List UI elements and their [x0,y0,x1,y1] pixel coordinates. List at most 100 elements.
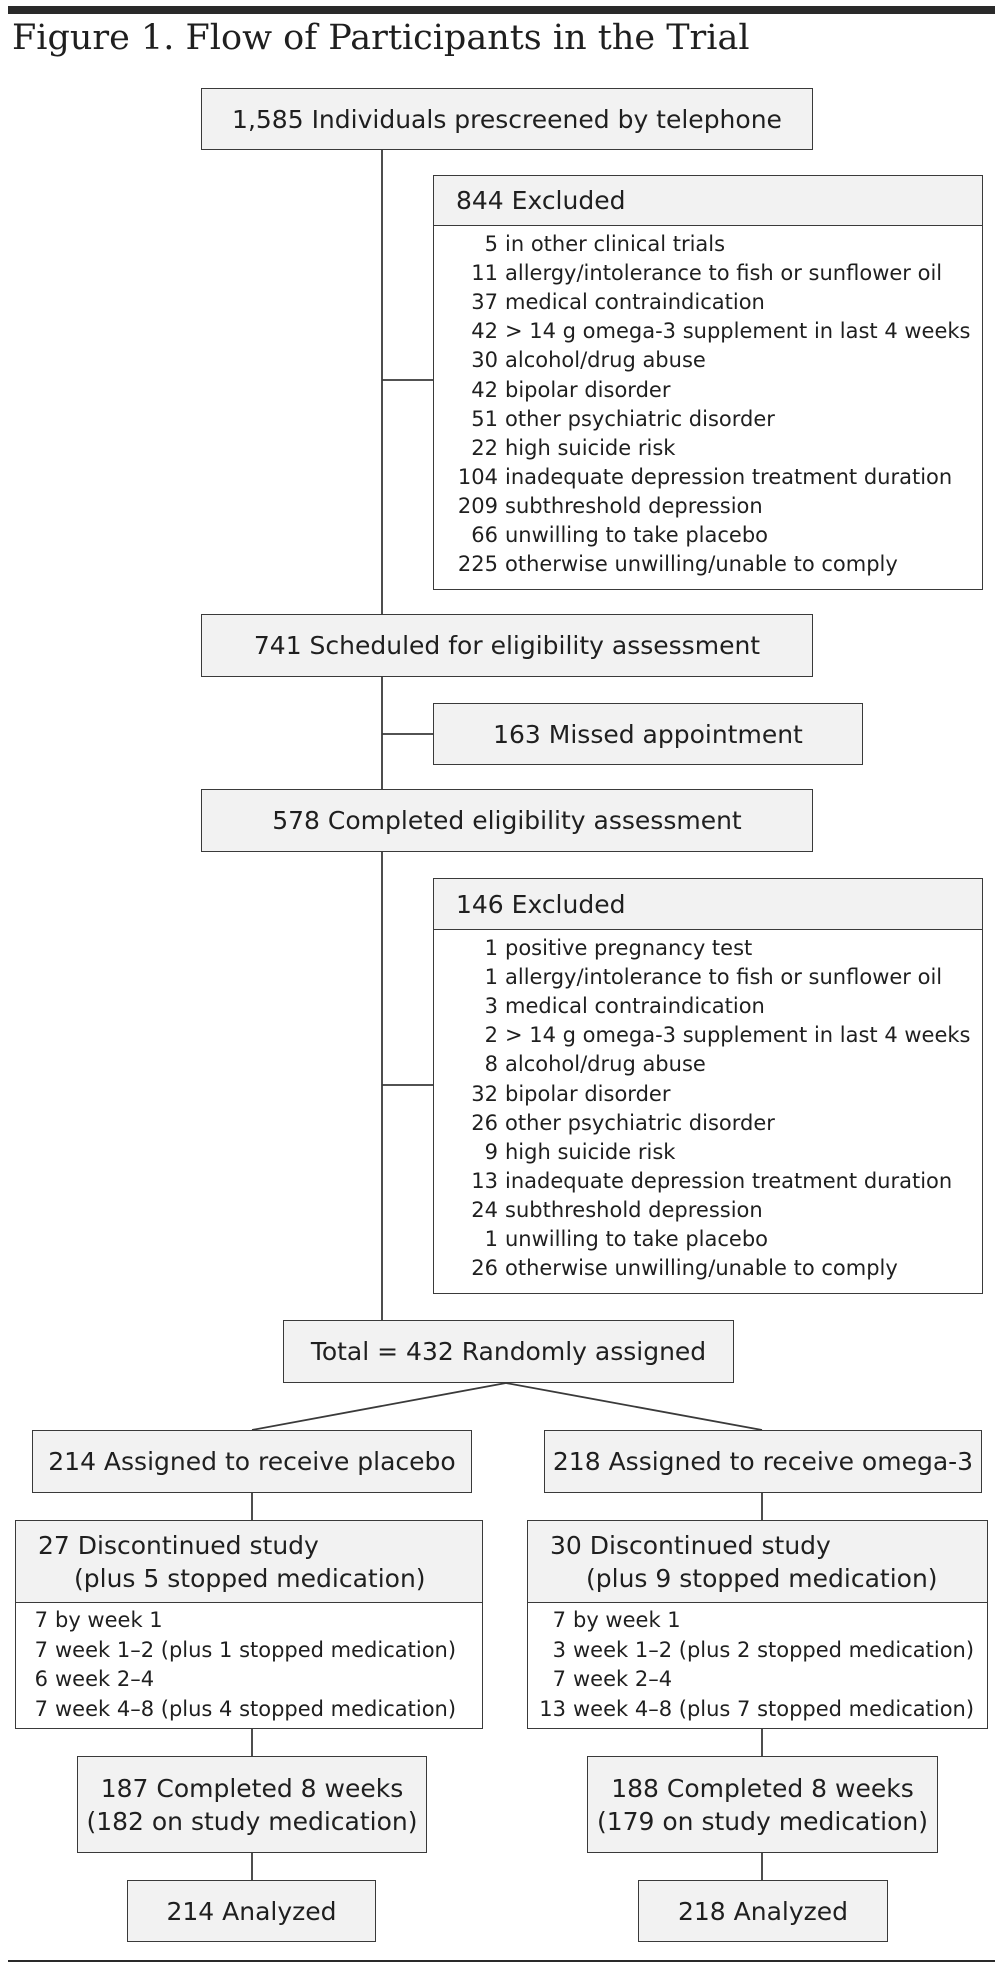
omega3-completed-box: 188 Completed 8 weeks (179 on study medi… [587,1756,938,1853]
list-item: 66 unwilling to take placebo [446,523,768,547]
bottom-rule [8,1960,995,1962]
list-item: 26 other psychiatric disorder [446,1111,775,1135]
placebo-analyzed-box: 214 Analyzed [127,1880,376,1942]
item-count: 2 [484,1023,498,1048]
placebo-completed-line1: 187 Completed 8 weeks [100,1773,404,1803]
list-item: 7 week 2–4 [536,1667,672,1691]
item-count: 37 [471,290,498,315]
item-count: 30 [471,348,498,373]
item-reason: allergy/intolerance to fish or sunflower… [505,965,943,990]
item-count: 1 [484,965,498,990]
item-reason: week 4–8 (plus 7 stopped medication) [573,1696,975,1721]
list-item: 1 allergy/intolerance to fish or sunflowe… [446,965,943,990]
item-count: 7 [552,1608,566,1632]
randomized-label: Total = 432 Randomly assigned [310,1337,707,1366]
item-count: 7 [34,1696,48,1721]
excluded-box-2: 146 Excluded 1 positive pregnancy test 1 al… [433,878,983,1294]
item-reason: otherwise unwilling/unable to comply [505,1256,898,1281]
item-count: 8 [484,1052,498,1077]
item-reason: high suicide risk [505,1139,676,1164]
item-count: 7 [552,1667,566,1691]
item-count: 3 [484,994,498,1019]
item-reason: week 2–4 [573,1667,673,1691]
list-item: 3 medical contraindication [446,994,765,1018]
item-reason: by week 1 [55,1608,163,1632]
placebo-completed-line2: (182 on study medication) [86,1806,418,1836]
item-reason: by week 1 [573,1608,681,1632]
item-reason: other psychiatric disorder [505,1110,775,1135]
item-count: 13 [539,1696,566,1721]
item-count: 66 [471,523,498,547]
placebo-completed-box: 187 Completed 8 weeks (182 on study medi… [77,1756,427,1853]
list-item: 51 other psychiatric disorder [446,407,775,431]
item-count: 22 [471,435,498,460]
item-reason: inadequate depression treatment duration [505,1168,953,1193]
item-count: 51 [471,406,498,431]
item-reason: other psychiatric disorder [505,406,775,431]
missed-box: 163 Missed appointment [433,703,863,765]
item-reason: subthreshold depression [505,493,763,518]
placebo-discontinued-line2: (plus 5 stopped medication) [74,1563,426,1593]
item-reason: unwilling to take placebo [505,1227,768,1251]
placebo-assigned-label: 214 Assigned to receive placebo [48,1447,456,1476]
item-reason: week 1–2 (plus 1 stopped medication) [55,1637,457,1662]
placebo-discontinued-header: 27 Discontinued study (plus 5 stopped me… [16,1521,482,1603]
item-count: 104 [457,464,498,489]
item-count: 7 [34,1637,48,1662]
item-reason: otherwise unwilling/unable to comply [505,552,898,577]
item-count: 26 [471,1110,498,1135]
list-item: 7 by week 1 [536,1608,681,1632]
list-item: 42> 14 g omega-3 supplement in last 4 we… [446,319,970,343]
figure-title: Figure 1. Flow of Participants in the Tr… [12,18,750,58]
item-reason: week 1–2 (plus 2 stopped medication) [573,1637,975,1662]
item-reason: alcohol/drug abuse [505,1052,706,1077]
omega3-discontinued-line1: 30 Discontinued study [550,1530,831,1560]
item-count: 11 [471,261,498,286]
prescreened-label: 1,585 Individuals prescreened by telepho… [232,104,782,134]
item-count: 3 [552,1637,566,1662]
completed-assessment-label: 578 Completed eligibility assessment [272,806,742,835]
list-item: 13 week 4–8 (plus 7 stopped medication) [536,1697,974,1721]
item-count: 24 [471,1197,498,1222]
top-rule [8,6,995,14]
list-item: 209 subthreshold depression [446,494,763,518]
item-count: 26 [471,1256,498,1281]
placebo-discontinued-box: 27 Discontinued study (plus 5 stopped me… [15,1520,483,1729]
list-item: 225 otherwise unwilling/unable to comply [446,552,898,576]
item-count: 6 [34,1667,48,1691]
item-count: 1 [484,936,498,960]
item-reason: subthreshold depression [505,1197,763,1222]
list-item: 3 week 1–2 (plus 2 stopped medication) [536,1638,974,1662]
excluded-2-title: 146 Excluded [456,889,626,919]
item-reason: week 2–4 [55,1667,155,1691]
list-item: 13 inadequate depression treatment durati… [446,1169,952,1193]
item-count: 1 [484,1227,498,1251]
item-reason: positive pregnancy test [505,936,753,960]
item-count: 42 [471,377,498,402]
omega3-discontinued-line2: (plus 9 stopped medication) [586,1563,938,1593]
omega3-analyzed-label: 218 Analyzed [677,1896,849,1926]
excluded-2-header: 146 Excluded [434,879,982,930]
list-item: 24 subthreshold depression [446,1197,763,1222]
prescreened-box: 1,585 Individuals prescreened by telepho… [201,88,813,150]
item-reason: medical contraindication [505,994,765,1019]
scheduled-box: 741 Scheduled for eligibility assessment [201,614,813,677]
item-count: 225 [457,552,498,577]
placebo-analyzed-label: 214 Analyzed [166,1896,337,1926]
item-reason: in other clinical trials [505,232,726,256]
list-item: 8 alcohol/drug abuse [446,1052,706,1076]
item-reason: unwilling to take placebo [505,523,768,547]
item-count: 13 [471,1168,498,1193]
excluded-1-title: 844 Excluded [456,186,626,215]
connector-branch-omega3 [505,1382,763,1431]
list-item: 1 positive pregnancy test [446,936,753,960]
item-count: 209 [457,493,498,518]
